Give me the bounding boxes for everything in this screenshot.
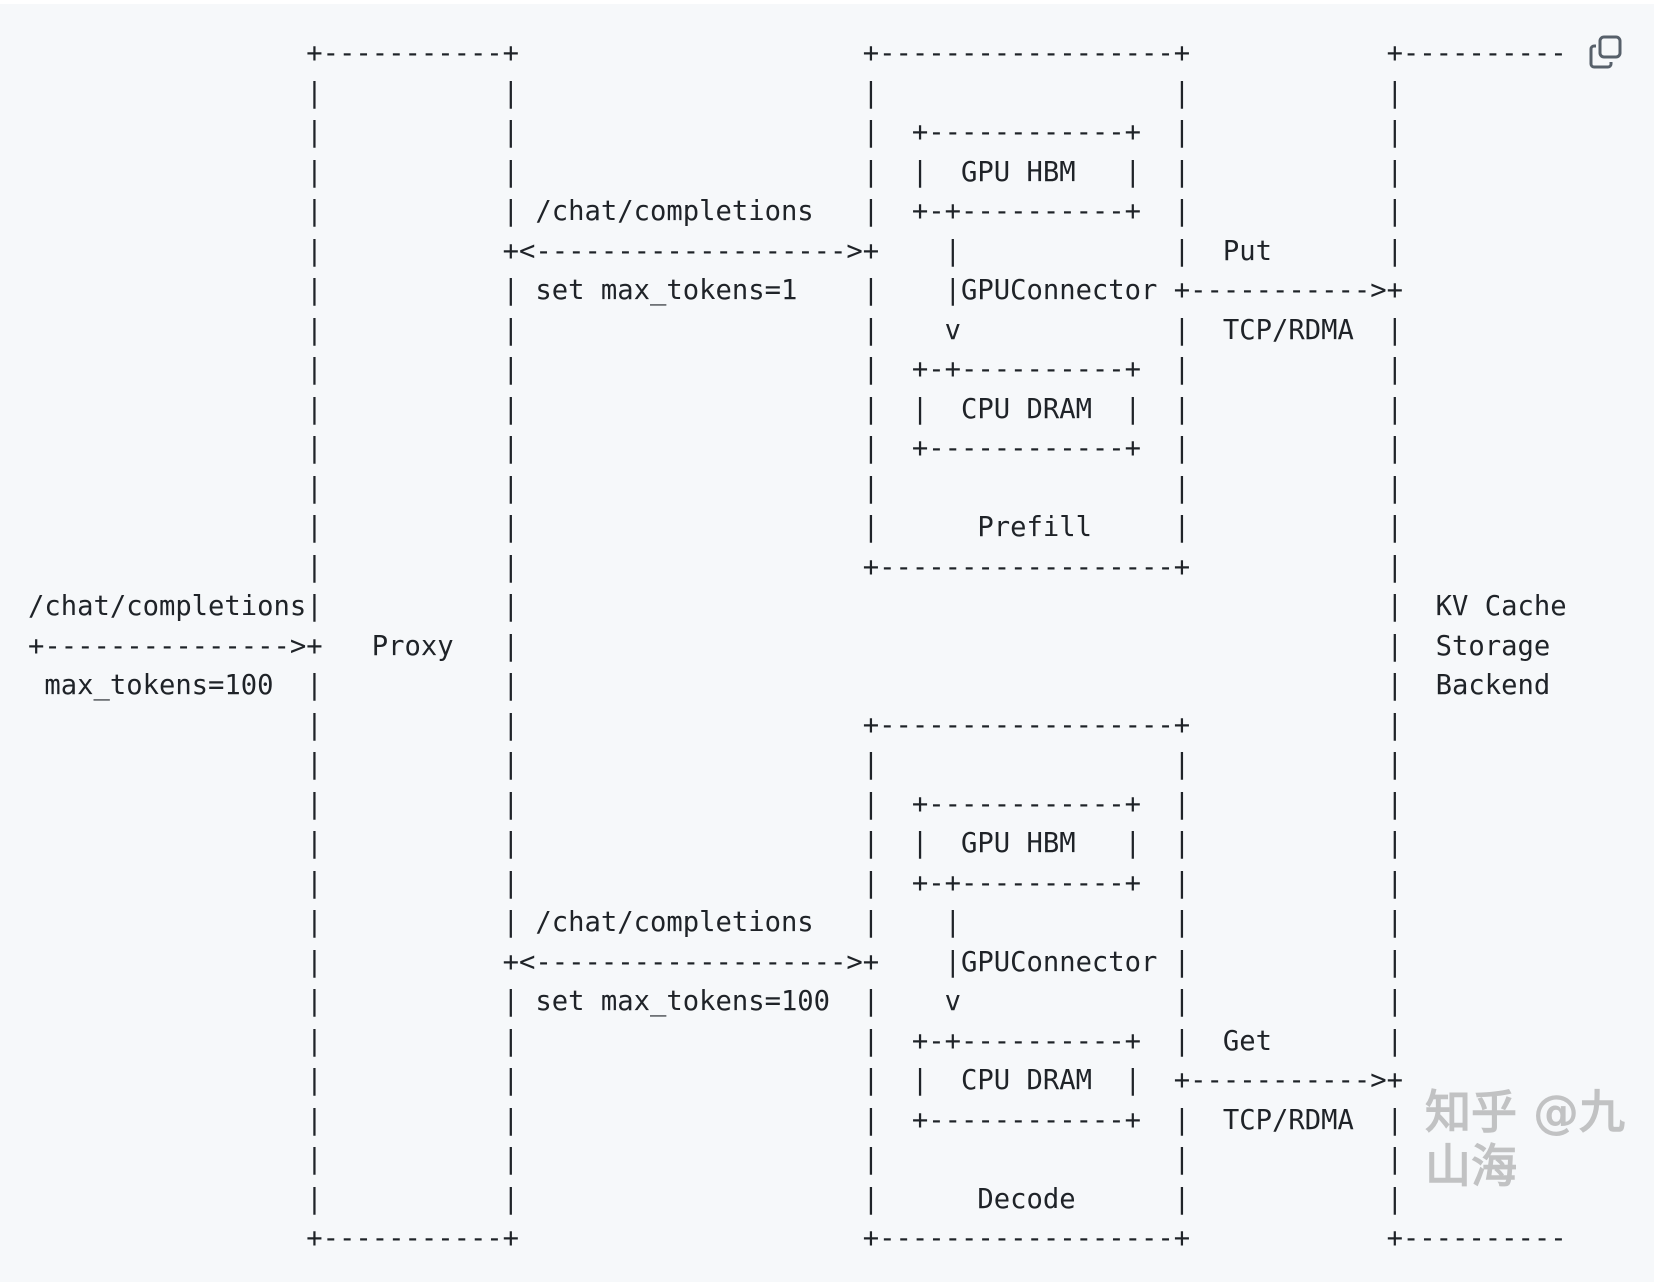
diagram-line: max_tokens=100 | | | Backend (28, 670, 1551, 701)
diagram-line: | | | +-+----------+ | | (28, 867, 1403, 899)
diagram-line: +-----------+ +------------------+ +----… (28, 38, 1567, 69)
diagram-line: | | | | | (28, 77, 1403, 109)
diagram-line: | | set max_tokens=100 | v | | (28, 986, 1403, 1017)
diagram-line: | +<------------------->+ | | Put | (28, 235, 1403, 267)
diagram-line: | | set max_tokens=1 | |GPUConnector +--… (28, 275, 1403, 306)
diagram-line: | | | +------------+ | | (28, 788, 1403, 820)
diagram-line: | | +------------------+ | (28, 709, 1403, 741)
code-block: +-----------+ +------------------+ +----… (0, 4, 1654, 1282)
ascii-diagram: +-----------+ +------------------+ +----… (28, 34, 1567, 1259)
diagram-line: +--------------->+ Proxy | | Storage (28, 630, 1551, 662)
diagram-line: | | | | CPU DRAM | | | (28, 393, 1403, 425)
copy-button[interactable] (1588, 34, 1624, 70)
diagram-line: | +<------------------->+ |GPUConnector … (28, 946, 1403, 978)
diagram-line: | | | | CPU DRAM | +----------->+ (28, 1065, 1403, 1096)
diagram-line: /chat/completions| | | KV Cache (28, 591, 1567, 622)
diagram-line: | | | | GPU HBM | | | (28, 828, 1403, 859)
diagram-line: | | | +------------+ | | (28, 433, 1403, 464)
diagram-line: +-----------+ +------------------+ +----… (28, 1223, 1567, 1254)
diagram-line: | | | | | (28, 472, 1403, 504)
diagram-line: | | +------------------+ | (28, 551, 1403, 583)
diagram-line: | | | Prefill | | (28, 512, 1403, 543)
diagram-line: | | | | | (28, 1144, 1403, 1175)
diagram-line: | | | +-+----------+ | Get | (28, 1025, 1403, 1057)
diagram-line: | | | Decode | | (28, 1183, 1403, 1215)
diagram-line: | | | v | TCP/RDMA | (28, 314, 1403, 346)
diagram-line: | | | +-+----------+ | | (28, 354, 1403, 385)
diagram-line: | | /chat/completions | +-+----------+ |… (28, 196, 1403, 227)
diagram-line: | | | +------------+ | | (28, 117, 1403, 148)
watermark: 知乎 @九山海 (1425, 1085, 1626, 1193)
copy-icon (1589, 35, 1622, 69)
diagram-line: | | /chat/completions | | | | (28, 907, 1403, 938)
diagram-line: | | | | GPU HBM | | | (28, 156, 1403, 188)
diagram-line: | | | +------------+ | TCP/RDMA | (28, 1104, 1403, 1136)
diagram-line: | | | | | (28, 749, 1403, 780)
